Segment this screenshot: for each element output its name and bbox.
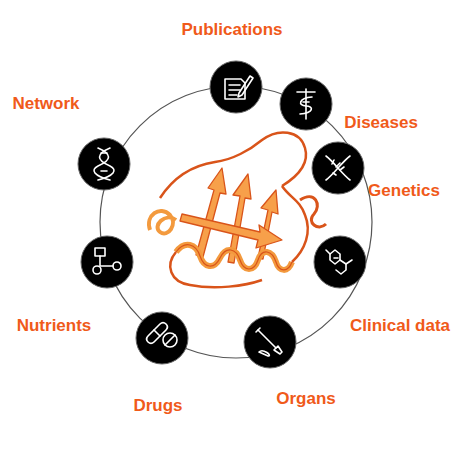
icon-stroke [300,97,312,114]
icon-stroke [297,91,315,93]
icon-stroke [330,250,340,264]
topic-label: Nutrients [17,317,92,336]
icon-stroke [259,351,269,356]
topic-label: Clinical data [350,317,450,336]
genetics-icon [311,141,365,195]
icon-stroke [101,153,107,171]
topic-label: Network [12,95,79,114]
icon-stroke [256,328,260,332]
icon-stroke [326,156,350,180]
topic-label: Diseases [344,114,418,133]
icon-stroke [165,335,175,345]
clinical-data-icon [313,235,367,289]
icon-disc [78,138,130,190]
icon-stroke [326,156,350,180]
icon-disc [280,78,332,130]
topic-label: Publications [181,21,282,40]
icon-stroke [238,76,253,97]
icon-disc [312,142,364,194]
icon-disc [210,61,262,113]
diseases-icon [279,77,333,131]
icon-stroke [326,250,352,264]
organs-icon [243,315,297,369]
topic-node: Drugs [135,311,189,365]
nutrients-icon [80,235,134,289]
icon-disc [314,236,366,288]
publications-icon [209,60,263,114]
icon-stroke [94,148,110,180]
icon-stroke [332,160,344,175]
topic-label: Drugs [133,397,182,416]
icon-stroke [274,346,282,354]
topic-label: Genetics [368,182,440,201]
icon-stroke [305,89,307,119]
icon-stroke [258,330,276,348]
icon-stroke [147,323,168,344]
ring [100,86,372,358]
drugs-icon [135,311,189,365]
topic-node: Network [77,137,131,191]
protein-illustration [149,132,326,287]
icon-stroke [163,333,177,347]
topic-node: Organs [243,315,297,369]
icon-stroke [98,148,114,180]
icon-stroke [113,262,121,270]
topic-node: Clinical data [313,235,367,289]
icon-stroke [336,260,346,274]
network-icon [77,137,131,191]
icon-stroke [100,256,113,266]
icon-stroke [303,101,309,103]
topic-node: Diseases [279,77,333,131]
topic-node: Publications [209,60,263,114]
icon-disc [136,312,188,364]
topic-node: Genetics [311,141,365,195]
topic-label: Organs [276,390,336,409]
icon-disc [81,236,133,288]
topic-node: Nutrients [80,235,134,289]
icon-stroke [95,248,105,256]
icon-stroke [93,266,101,274]
icon-stroke [154,330,160,336]
icon-disc [244,316,296,368]
